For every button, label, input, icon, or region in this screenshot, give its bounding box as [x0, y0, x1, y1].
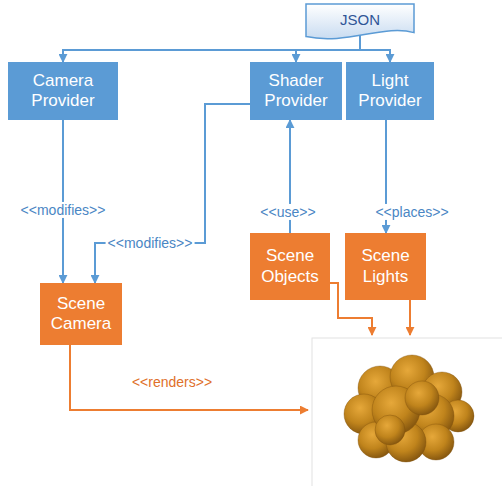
document-outline — [306, 4, 414, 39]
scene-box: Scene Lights — [345, 233, 426, 300]
render-connector — [70, 345, 308, 410]
node-label: Shader Provider — [256, 71, 336, 112]
provider-box: Shader Provider — [250, 62, 342, 120]
scene-box: Scene Camera — [40, 283, 122, 345]
node-label: Light Provider — [352, 71, 428, 112]
node-label: Scene Objects — [256, 246, 324, 287]
node-label: JSON — [340, 11, 380, 29]
connector — [95, 104, 250, 283]
blob-sphere — [405, 381, 439, 415]
lights-to-render-line — [409, 300, 411, 335]
connector-label: <<renders>> — [130, 374, 214, 390]
provider-box: Light Provider — [346, 62, 434, 120]
render-frame — [312, 338, 502, 486]
edge-label: <<places>> — [373, 204, 450, 220]
scene-box: Scene Objects — [250, 233, 330, 300]
edge-label: <<modifies>> — [106, 235, 195, 251]
connector — [360, 34, 390, 62]
edge-label: <<use>> — [258, 204, 317, 220]
node-label: Scene Lights — [351, 246, 420, 287]
rendered-blob — [344, 355, 474, 462]
node-label: Camera Provider — [14, 71, 112, 112]
edge-label: <<modifies>> — [19, 202, 108, 218]
node-label: Scene Camera — [46, 294, 116, 335]
json-document: JSON — [305, 3, 415, 43]
blob-sphere — [375, 415, 405, 445]
provider-box: Camera Provider — [8, 62, 118, 120]
